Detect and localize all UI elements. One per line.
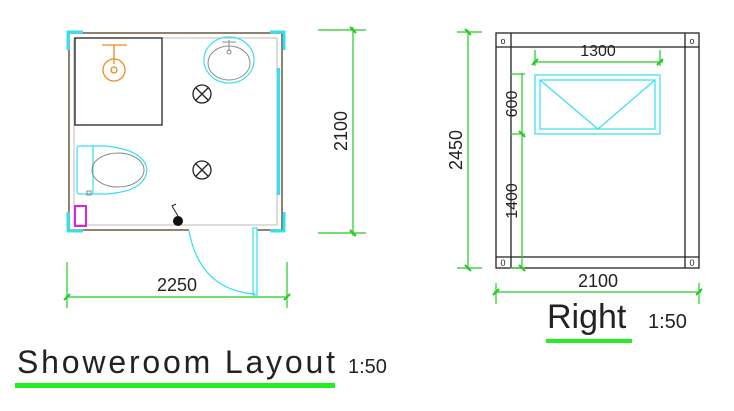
corner-mark: o	[689, 36, 694, 46]
elevation-width-dimension	[492, 283, 703, 304]
corner-mark: o	[500, 36, 505, 46]
shower-head-icon	[102, 44, 127, 82]
corner-mark: 0	[689, 258, 694, 268]
window-icon	[534, 74, 661, 135]
ceiling-light-icon	[192, 160, 212, 180]
floor-plan: 2250 2100	[63, 26, 366, 308]
frame-outline	[495, 32, 700, 269]
toilet-icon	[76, 145, 148, 196]
towel-rail-icon	[74, 205, 87, 227]
elevation-width-label: 2100	[578, 271, 618, 291]
sill-height-label: 1400	[504, 183, 521, 219]
plan-title: Showeroom Layout	[17, 344, 335, 380]
right-elevation: o o 0 0 1300 600 1400 2450	[446, 28, 703, 304]
outer-wall	[68, 32, 283, 231]
window-height-label: 600	[504, 91, 521, 118]
depth-dimension	[318, 26, 366, 237]
corner-mark: 0	[500, 258, 505, 268]
window-width-label: 1300	[580, 43, 616, 60]
width-dimension	[63, 262, 291, 308]
elevation-title: Right	[547, 298, 627, 336]
width-dimension-label: 2250	[157, 275, 197, 295]
plan-scale: 1:50	[348, 356, 387, 378]
depth-dimension-label: 2100	[331, 111, 351, 151]
shower-tray	[74, 37, 163, 126]
plan-title-underline	[15, 383, 335, 388]
window-height-dimension	[510, 73, 526, 272]
corner-posts	[66, 30, 286, 233]
frame-rails	[496, 33, 699, 268]
side-window	[277, 68, 280, 195]
floor-drain-icon	[171, 203, 183, 226]
elevation-scale: 1:50	[648, 311, 687, 333]
height-dimension-label: 2450	[446, 130, 466, 170]
door-opening	[189, 228, 257, 233]
inner-wall	[73, 37, 278, 226]
door[interactable]	[188, 227, 258, 296]
ceiling-light-icon	[192, 84, 212, 104]
window-width-dimension	[531, 50, 664, 66]
sink-icon	[203, 36, 255, 84]
height-dimension	[457, 28, 482, 272]
elevation-title-underline	[546, 339, 632, 343]
